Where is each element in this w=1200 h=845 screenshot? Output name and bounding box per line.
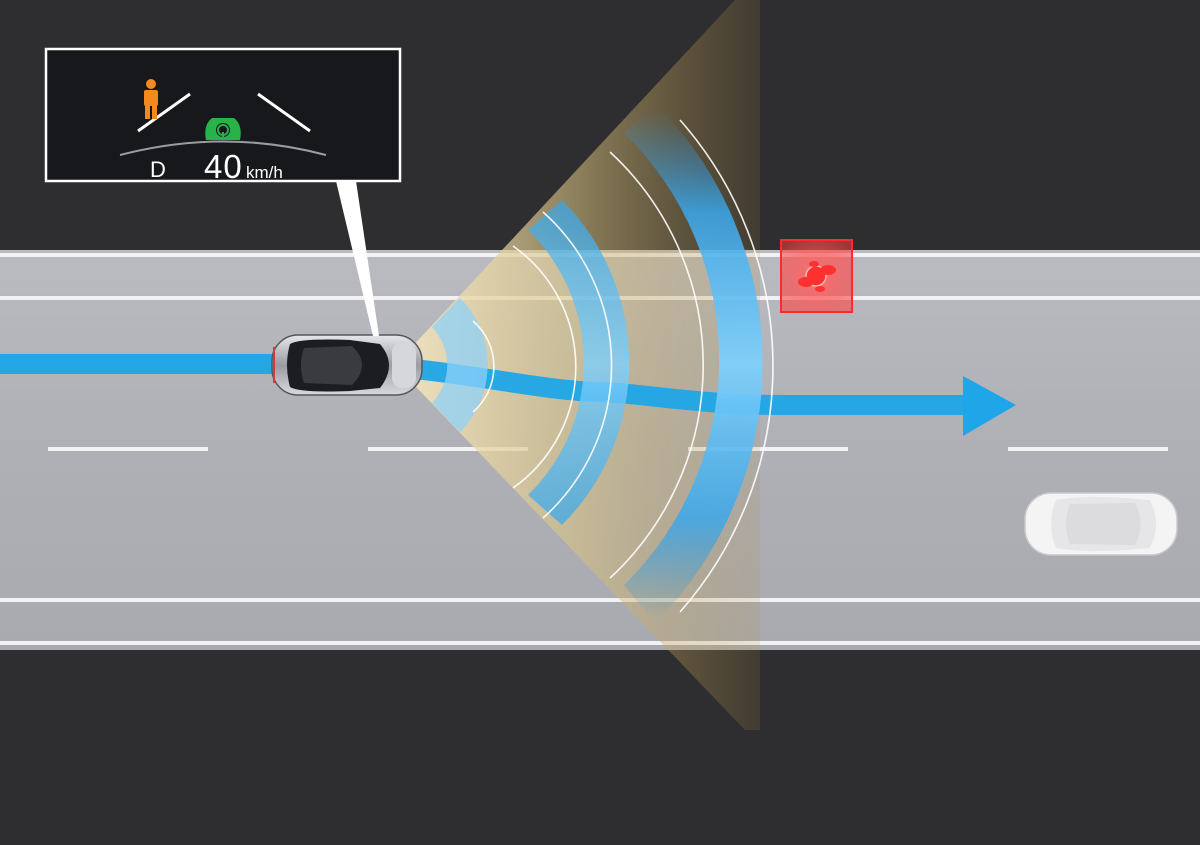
hud-callout-pointer (336, 181, 379, 336)
oncoming-car (1024, 492, 1178, 556)
pedestrian-icon (144, 79, 158, 119)
lane-lines (0, 253, 1200, 645)
steering-assist-icon (205, 118, 241, 140)
pedestrian-warning-icon (780, 239, 853, 313)
radar-wave-1 (432, 298, 488, 432)
hud-horizon-arc (119, 140, 327, 156)
radar-wave-3 (624, 103, 763, 623)
radar-wave-2 (528, 200, 630, 525)
ego-car (271, 334, 423, 396)
path-arrowhead (963, 376, 1016, 436)
radar-rings (472, 119, 774, 613)
radar-waves (432, 103, 763, 623)
hud-lane-line-right (257, 92, 311, 133)
hud-panel (44, 47, 402, 183)
hud-lane-line-left (137, 92, 191, 133)
